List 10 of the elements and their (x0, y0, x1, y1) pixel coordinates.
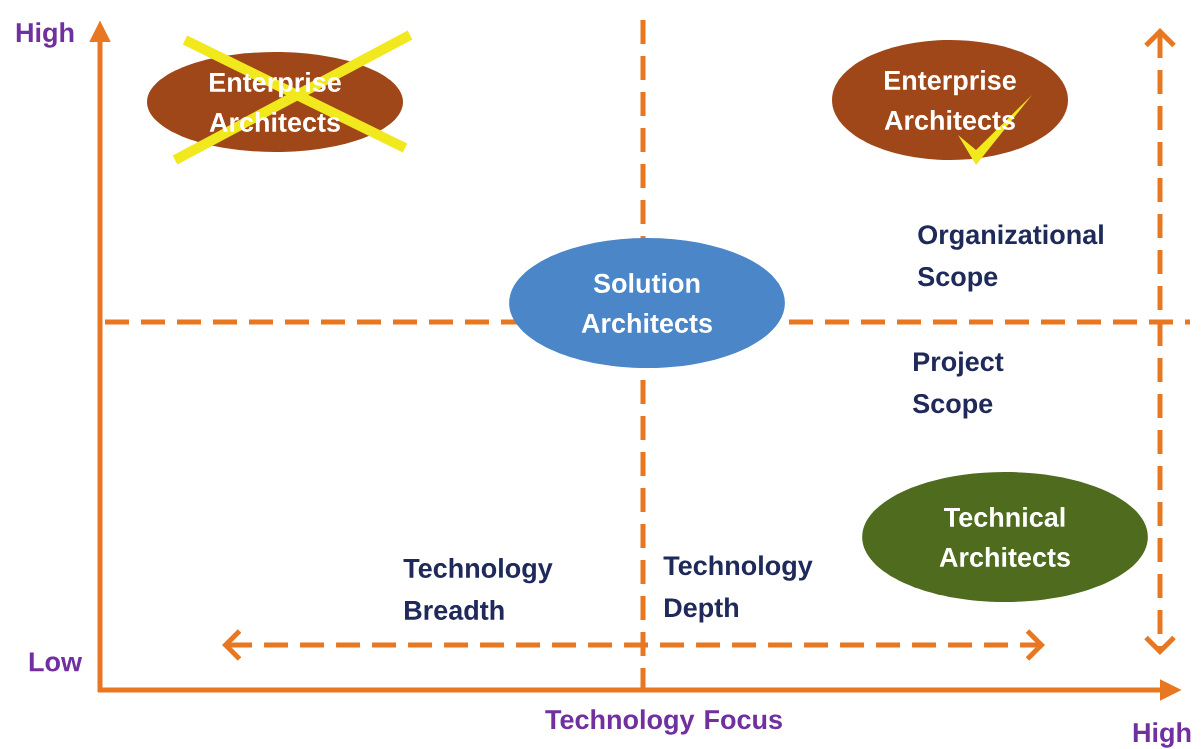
axis-label: Low (29, 652, 83, 672)
axis-label: Technology Breadth (403, 558, 553, 620)
axis-label: Organizational Scope (918, 224, 1103, 292)
axis-label: High (16, 22, 74, 48)
axis-label: Project Scope (913, 351, 1004, 419)
axis-label: Technology Focus (545, 709, 782, 735)
ellipse-node: Solution Architects (509, 238, 785, 368)
axis-label: Technology Depth (663, 555, 813, 623)
axis-label: High (1133, 722, 1191, 748)
ellipse-node: Technical Architects (862, 472, 1148, 602)
